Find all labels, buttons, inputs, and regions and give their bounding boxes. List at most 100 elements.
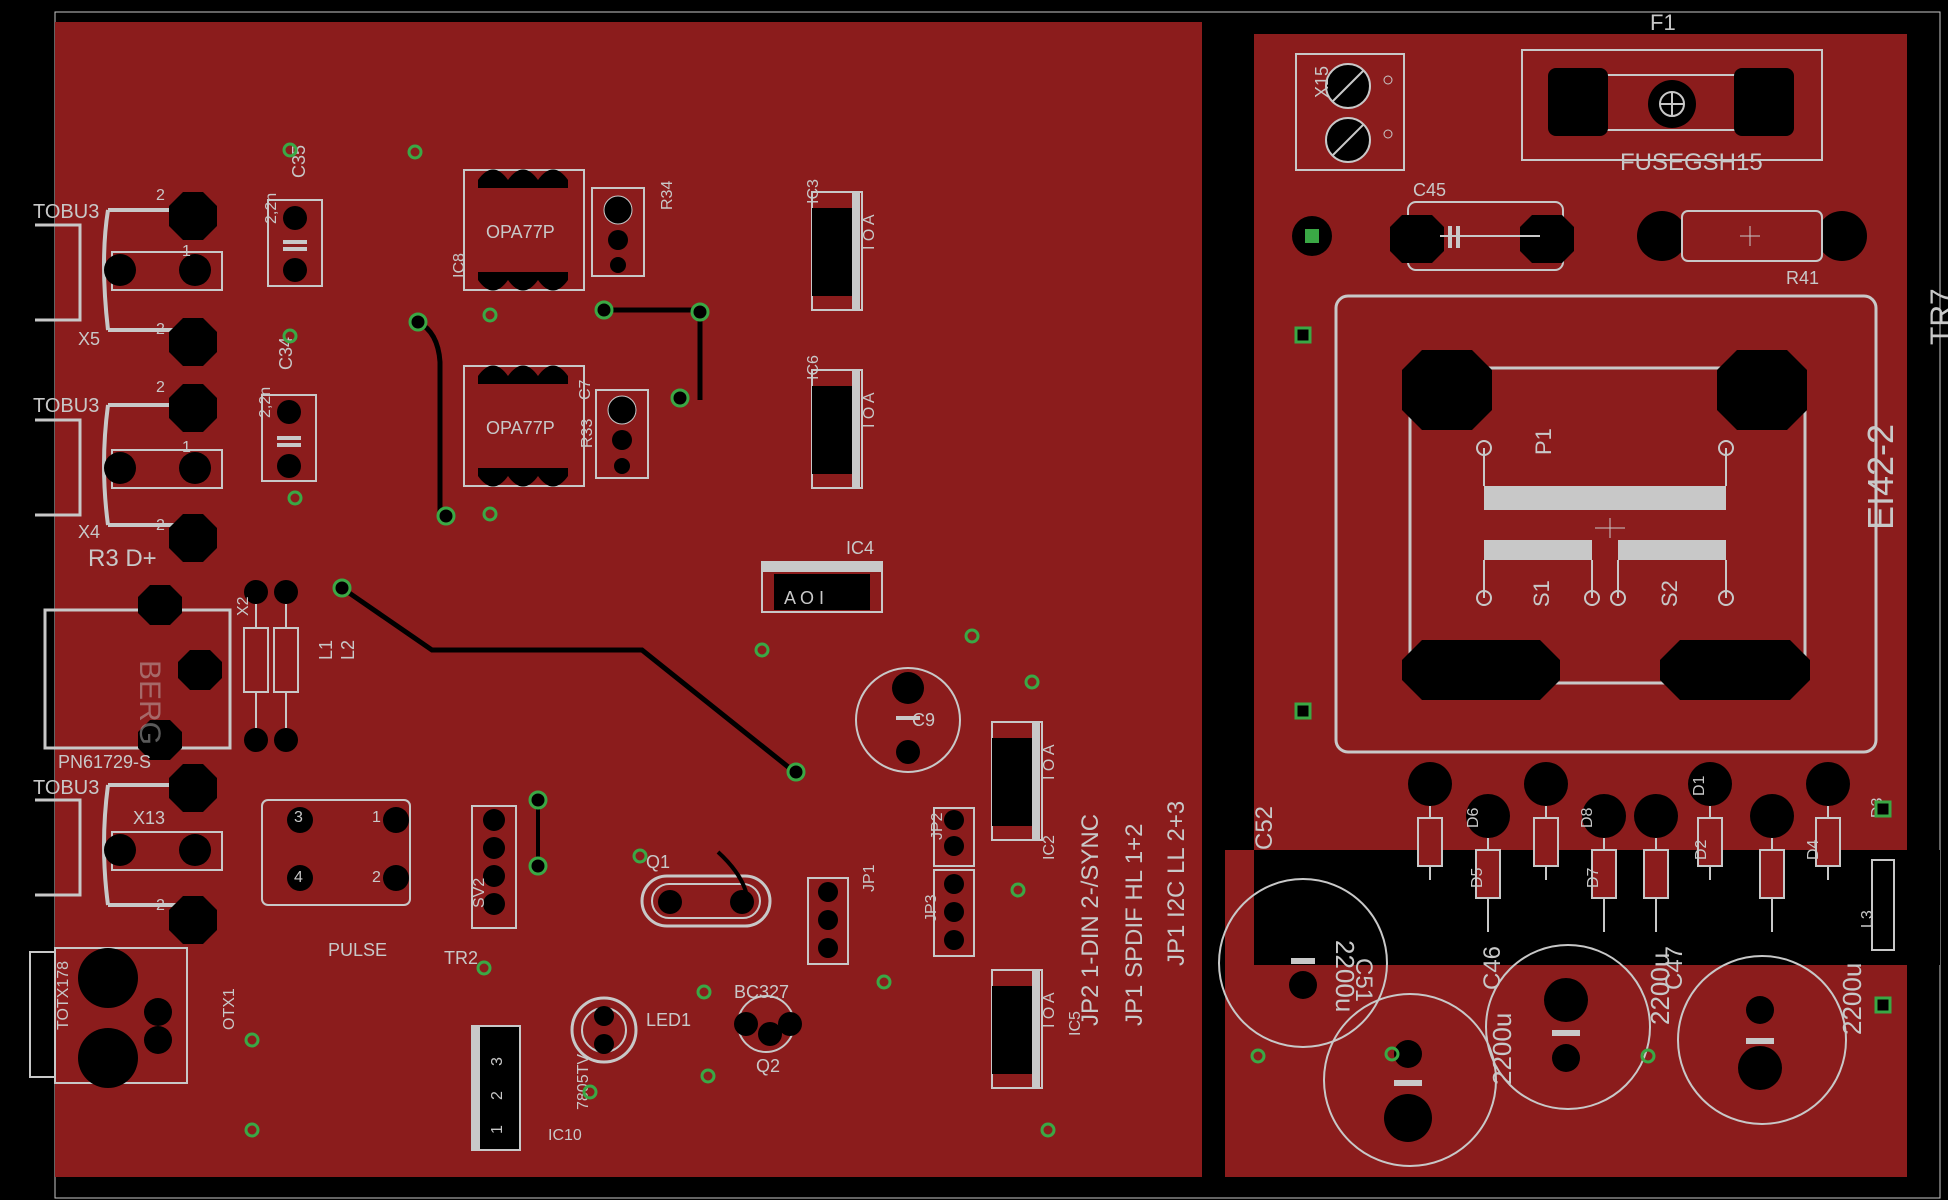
label-x13: X13 [133, 808, 165, 828]
capacitor-c9: C9 [855, 667, 961, 773]
note-jp1-i2c: JP1 I2C LL 2+3 [1163, 801, 1190, 966]
label-c34: C34 [276, 337, 296, 370]
capacitor-c52: C52 C51 2200u [1218, 806, 1388, 1048]
capacitor-c35: C35 2,2n [263, 145, 323, 287]
label-c47: C47 [1661, 946, 1688, 990]
label-2n2-b: 2,2n [257, 387, 274, 418]
isolation-gap-notch [1840, 850, 1940, 965]
label-led1: LED1 [646, 1010, 691, 1030]
pin-label: 3 [489, 1057, 506, 1066]
regulator-ic3: I O A IC3 [805, 179, 878, 311]
capacitor-c34: C34 2,2n [257, 337, 317, 482]
crystal-q1: Q1 [640, 850, 772, 928]
capacitor-c46: C46 2200u [1323, 946, 1517, 1167]
label-q1: Q1 [646, 852, 670, 872]
pin-label: 1 [182, 439, 191, 456]
label-c9: C9 [912, 710, 935, 730]
trimmer-r34: R34 [591, 181, 676, 277]
regulator-ic5: I O A IC5 [991, 969, 1084, 1089]
label-ic3: IC3 [805, 179, 822, 204]
jumper-jp2[interactable]: JP2 [929, 807, 975, 867]
label-ei42: EI42-2 [1860, 424, 1901, 530]
label-d1: D1 [1691, 775, 1708, 796]
label-aoi-ic6: I O A [861, 392, 878, 428]
pin-label: 2 [372, 869, 381, 886]
via [1294, 702, 1312, 720]
label-pulse: PULSE [328, 940, 387, 960]
trace-vias [332, 300, 806, 782]
capacitor-c48: 2200u [1677, 955, 1867, 1125]
pin-label: 2 [156, 187, 165, 204]
opamp-ic8: OPA77P IC8 [451, 169, 585, 291]
label-q2: Q2 [756, 1056, 780, 1076]
label-tobu-a: TOBU3 [33, 201, 99, 223]
label-tr7: TR7 [1925, 288, 1948, 345]
label-x4: X4 [78, 522, 100, 542]
label-x5: X5 [78, 329, 100, 349]
led-led1: LED1 [570, 996, 691, 1064]
optical-otx1: TOTX178 OTX1 [29, 947, 238, 1088]
label-p1: P1 [1531, 428, 1556, 455]
label-x2: X2 [235, 596, 252, 616]
label-c7: C7 [577, 379, 594, 400]
label-r3d: R3 D+ [88, 545, 157, 572]
vias-left [244, 142, 1656, 1138]
label-d2: D2 [1693, 839, 1710, 860]
connector-x5: TOBU3 2 1 2 X5 [33, 187, 223, 366]
opamp-ic7: OPA77P C7 R33 [463, 365, 596, 487]
jumper-jp1[interactable]: JP1 [807, 864, 878, 965]
regulator-ic2: I O A IC2 [991, 721, 1058, 860]
jumper-jp3[interactable]: JP3 [923, 869, 975, 957]
jumper-wire [528, 790, 548, 876]
label-tobu-b: TOBU3 [33, 395, 99, 417]
label-jp1: JP1 [861, 864, 878, 892]
label-2200-c: 2200u [1645, 953, 1675, 1025]
inductor-l3: L3 [1859, 800, 1895, 1014]
label-2n2-a: 2,2n [263, 193, 280, 224]
label-s1: S1 [1529, 580, 1554, 607]
diode-array: D6 D5 D8 D7 D1 D2 D4 D3 [1408, 762, 1886, 932]
label-c46: C46 [1479, 946, 1506, 990]
label-d5: D5 [1469, 867, 1486, 888]
regulator-ic4: IC4 A O I [761, 538, 883, 613]
label-c35: C35 [289, 145, 309, 178]
label-bc327: BC327 [734, 982, 789, 1002]
header-sv2: SV2 TR2 [444, 805, 517, 968]
label-ic2: IC2 [1041, 835, 1058, 860]
label-f1: F1 [1650, 10, 1676, 35]
label-aoi-ic4: A O I [784, 588, 824, 608]
capacitor-c45: C45 [1390, 180, 1574, 271]
label-jp2: JP2 [929, 812, 946, 840]
label-l1: L1 [316, 640, 336, 660]
transformer-pulse: 3 1 4 2 PULSE [261, 799, 411, 960]
transformer-tr7: TR7 EI42-2 P1 S1 S2 [1334, 288, 1948, 754]
label-x15: X15 [1312, 66, 1332, 98]
connector-x4: TOBU3 2 1 2 X4 [33, 379, 223, 562]
note-jp1: JP1 SPDIF HL 1+2 [1121, 823, 1148, 1026]
connector-berg: BERG PN61729-S [43, 585, 232, 772]
pin-label: 2 [156, 517, 165, 534]
x15-terminal: X15 [1295, 53, 1405, 171]
label-tobu-c: TOBU3 [33, 777, 99, 799]
capacitor-c47: C47 2200u [1485, 944, 1688, 1110]
label-totx: TOTX178 [55, 961, 72, 1030]
pin-label: 1 [489, 1125, 506, 1134]
via [1305, 229, 1319, 243]
label-pn: PN61729-S [58, 752, 151, 772]
label-aoi-ic2: I O A [1041, 744, 1058, 780]
label-ic4: IC4 [846, 538, 874, 558]
label-2200-b: 2200u [1487, 1013, 1517, 1085]
label-ic8: IC8 [451, 253, 468, 278]
label-2200-d: 2200u [1837, 963, 1867, 1035]
via [1294, 326, 1312, 344]
resistor-r41: R41 [1637, 210, 1867, 288]
label-ic10: IC10 [548, 1127, 582, 1144]
label-tr2: TR2 [444, 948, 478, 968]
label-d6: D6 [1465, 807, 1482, 828]
label-c51: C51 [1350, 958, 1377, 1002]
trimmer-r33 [595, 389, 649, 479]
isolation-gap-v [1202, 1120, 1225, 1180]
label-fuse: FUSEGSH15 [1620, 149, 1763, 176]
label-l2: L2 [338, 640, 358, 660]
